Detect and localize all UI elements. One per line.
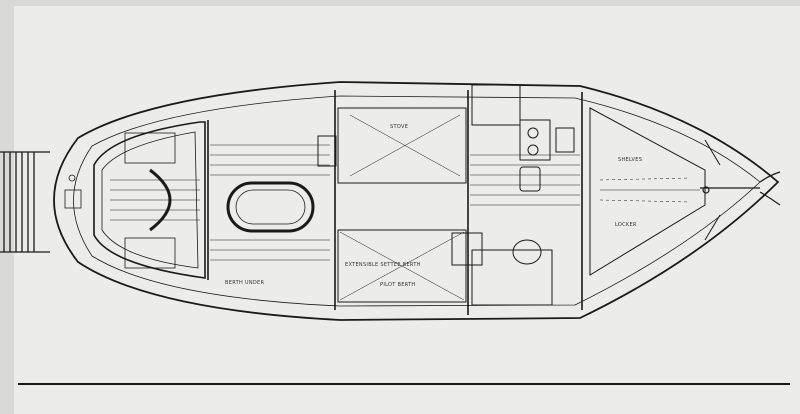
saloon-table	[226, 181, 315, 233]
upper-settee	[317, 107, 467, 184]
stern-ladder	[0, 151, 50, 253]
steering-pedestal	[64, 174, 82, 209]
label-galley: STOVE	[390, 124, 408, 130]
galley-sink	[519, 127, 575, 192]
saloon-floorboards	[210, 144, 330, 261]
galley-counter	[471, 84, 551, 161]
cockpit	[93, 121, 206, 279]
heads-compartment	[451, 232, 553, 306]
centre-floor	[470, 154, 580, 206]
chain-locker	[704, 139, 721, 241]
deck-line	[73, 95, 761, 307]
bulkheads	[207, 90, 583, 315]
bow-stem	[700, 171, 781, 206]
label-settee-upper: EXTENSIBLE SETTEE BERTH	[345, 262, 421, 268]
label-berth-under: BERTH UNDER	[225, 280, 265, 286]
label-fwd-upper: SHELVES	[618, 157, 642, 163]
label-fwd-lower: LOCKER	[615, 222, 637, 228]
lower-settee	[337, 229, 467, 303]
label-settee-lower: PILOT BERTH	[380, 282, 416, 288]
hull-outline	[53, 81, 780, 321]
forward-v-berth	[589, 107, 706, 276]
